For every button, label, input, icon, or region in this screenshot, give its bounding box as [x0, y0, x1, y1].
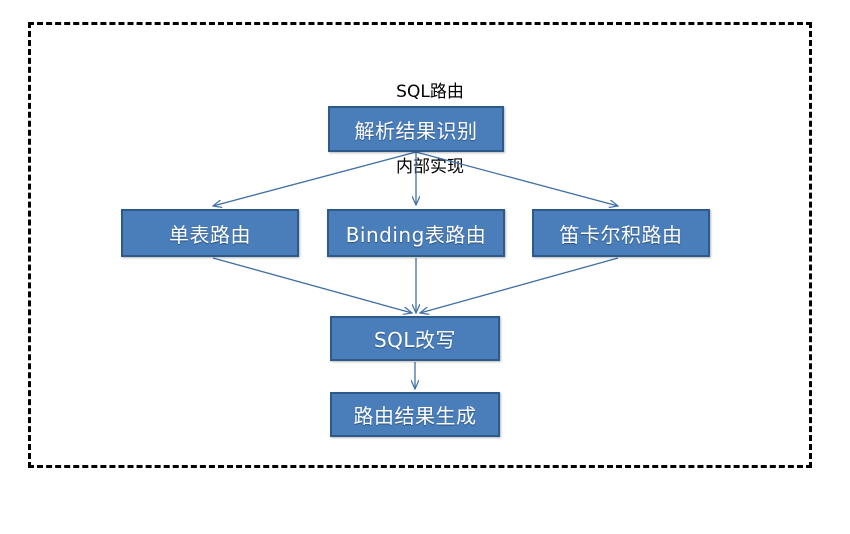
node-label: 解析结果识别 — [354, 118, 478, 143]
diagram-title-line-1: SQL路由 — [396, 82, 464, 102]
node-label: Binding表路由 — [345, 222, 487, 247]
node-parse-result-recognition[interactable]: 解析结果识别 — [328, 106, 504, 152]
node-sql-rewrite[interactable]: SQL改写 — [330, 316, 500, 361]
node-label: SQL改写 — [373, 328, 457, 352]
node-routing-result-generation[interactable]: 路由结果生成 — [330, 392, 500, 437]
node-label: 笛卡尔积路由 — [559, 222, 683, 247]
diagram-boundary-frame — [28, 22, 812, 468]
node-label: 路由结果生成 — [353, 404, 477, 428]
node-binding-table-routing[interactable]: Binding表路由 — [327, 209, 505, 257]
node-cartesian-product-routing[interactable]: 笛卡尔积路由 — [532, 209, 710, 257]
node-single-table-routing[interactable]: 单表路由 — [121, 209, 299, 257]
node-label: 单表路由 — [169, 222, 251, 247]
diagram-title-line-2: 内部实现 — [396, 157, 464, 177]
